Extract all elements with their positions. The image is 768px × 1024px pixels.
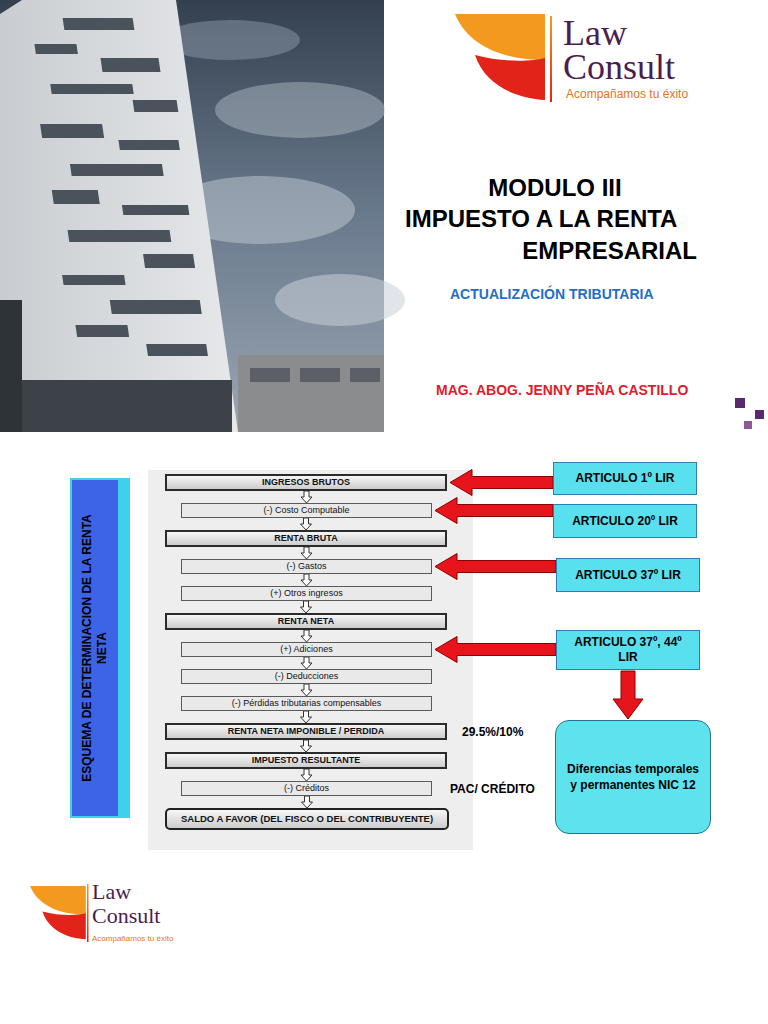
process-box: (-) Créditos (181, 781, 432, 796)
flow-arrow (301, 601, 312, 613)
process-box: SALDO A FAVOR (DEL FISCO O DEL CONTRIBUY… (165, 808, 449, 830)
block-arrow (435, 498, 553, 524)
process-box: (+) Adiciones (181, 642, 432, 657)
box-text: SALDO A FAVOR (DEL FISCO O DEL CONTRIBUY… (173, 813, 441, 825)
box-text: ARTICULO 37º, 44º LIR (565, 635, 691, 665)
box-text: (-) Deducciones (186, 671, 427, 682)
box-text: ESQUEMA DE DETERMINACION DE LA RENTA NET… (80, 503, 110, 793)
flow-arrow (301, 657, 312, 669)
box-text: (+) Otros ingresos (186, 588, 427, 599)
credit-note: PAC/ CRÉDITO (450, 782, 535, 796)
box-text: (+) Adiciones (186, 644, 427, 655)
flow-arrow (301, 684, 312, 696)
box-text: INGRESOS BRUTOS (171, 477, 441, 488)
callout-box: ARTICULO 20º LIR (553, 504, 697, 538)
box-text: (-) Gastos (186, 561, 427, 572)
box-text: (-) Costo Computable (186, 505, 427, 516)
callout-box: Diferencias temporales y permanentes NIC… (555, 720, 711, 834)
logo-text: Law Consult (563, 16, 703, 84)
flow-arrow (301, 491, 312, 503)
process-box: (+) Otros ingresos (181, 586, 432, 601)
box-text: Diferencias temporales y permanentes NIC… (566, 761, 700, 793)
subtitle-text: ACTUALIZACIÓN TRIBUTARIA (450, 286, 654, 303)
box-text: RENTA NETA IMPONIBLE / PERDIDA (171, 726, 441, 737)
box-text: IMPUESTO RESULTANTE (171, 755, 441, 766)
logo-mark (455, 14, 552, 102)
process-box: RENTA BRUTA (165, 530, 447, 547)
process-box: (-) Gastos (181, 559, 432, 574)
rate-note: 29.5%/10% (462, 725, 523, 739)
box-text: (-) Pérdidas tributarias compensables (186, 698, 427, 709)
box-text: RENTA BRUTA (171, 533, 441, 544)
flow-panel (148, 470, 473, 850)
box-text: RENTA NETA (171, 616, 441, 627)
process-box: RENTA NETA IMPONIBLE / PERDIDA (165, 723, 447, 740)
callout-box: ARTICULO 1º LIR (553, 462, 697, 495)
title-text: MODULO III (430, 172, 680, 204)
box-text: ARTICULO 1º LIR (575, 471, 674, 486)
logo-tagline: Acompañamos tu éxito (566, 87, 688, 101)
process-box: (-) Deducciones (181, 669, 432, 684)
callout-box: ARTICULO 37º, 44º LIR (556, 630, 700, 670)
flow-arrow (301, 740, 312, 752)
block-arrow (613, 671, 643, 719)
process-box: IMPUESTO RESULTANTE (165, 752, 447, 769)
flow-arrow (301, 711, 312, 723)
block-arrow (450, 470, 553, 496)
box-text: ARTICULO 37º LIR (575, 568, 681, 583)
box-text: (-) Créditos (186, 783, 427, 794)
flow-arrow (301, 769, 312, 781)
process-box: RENTA NETA (165, 613, 447, 630)
block-arrow (435, 637, 556, 663)
subtitle-text: IMPUESTO A LA RENTA EMPRESARIAL (405, 203, 697, 267)
process-box: (-) Costo Computable (181, 503, 432, 518)
building-photo (0, 0, 405, 432)
flow-arrow (301, 547, 312, 559)
process-box: (-) Pérdidas tributarias compensables (181, 696, 432, 711)
block-arrow (435, 554, 556, 580)
logo-tagline: Acompañamos tu éxito (92, 934, 173, 944)
box-text: ARTICULO 20º LIR (572, 514, 678, 529)
logo-mark-small (30, 884, 89, 942)
flow-arrow (301, 630, 312, 642)
flow-arrow (301, 518, 312, 530)
decor-squares (735, 398, 764, 429)
callout-box: ARTICULO 37º LIR (556, 558, 700, 592)
flow-arrow (301, 574, 312, 586)
author-text: MAG. ABOG. JENNY PEÑA CASTILLO (436, 382, 688, 399)
process-box: INGRESOS BRUTOS (165, 474, 447, 491)
logo-text: Law Consult (92, 880, 182, 928)
flow-arrow (302, 796, 313, 808)
vertical-band: ESQUEMA DE DETERMINACION DE LA RENTA NET… (70, 478, 130, 818)
